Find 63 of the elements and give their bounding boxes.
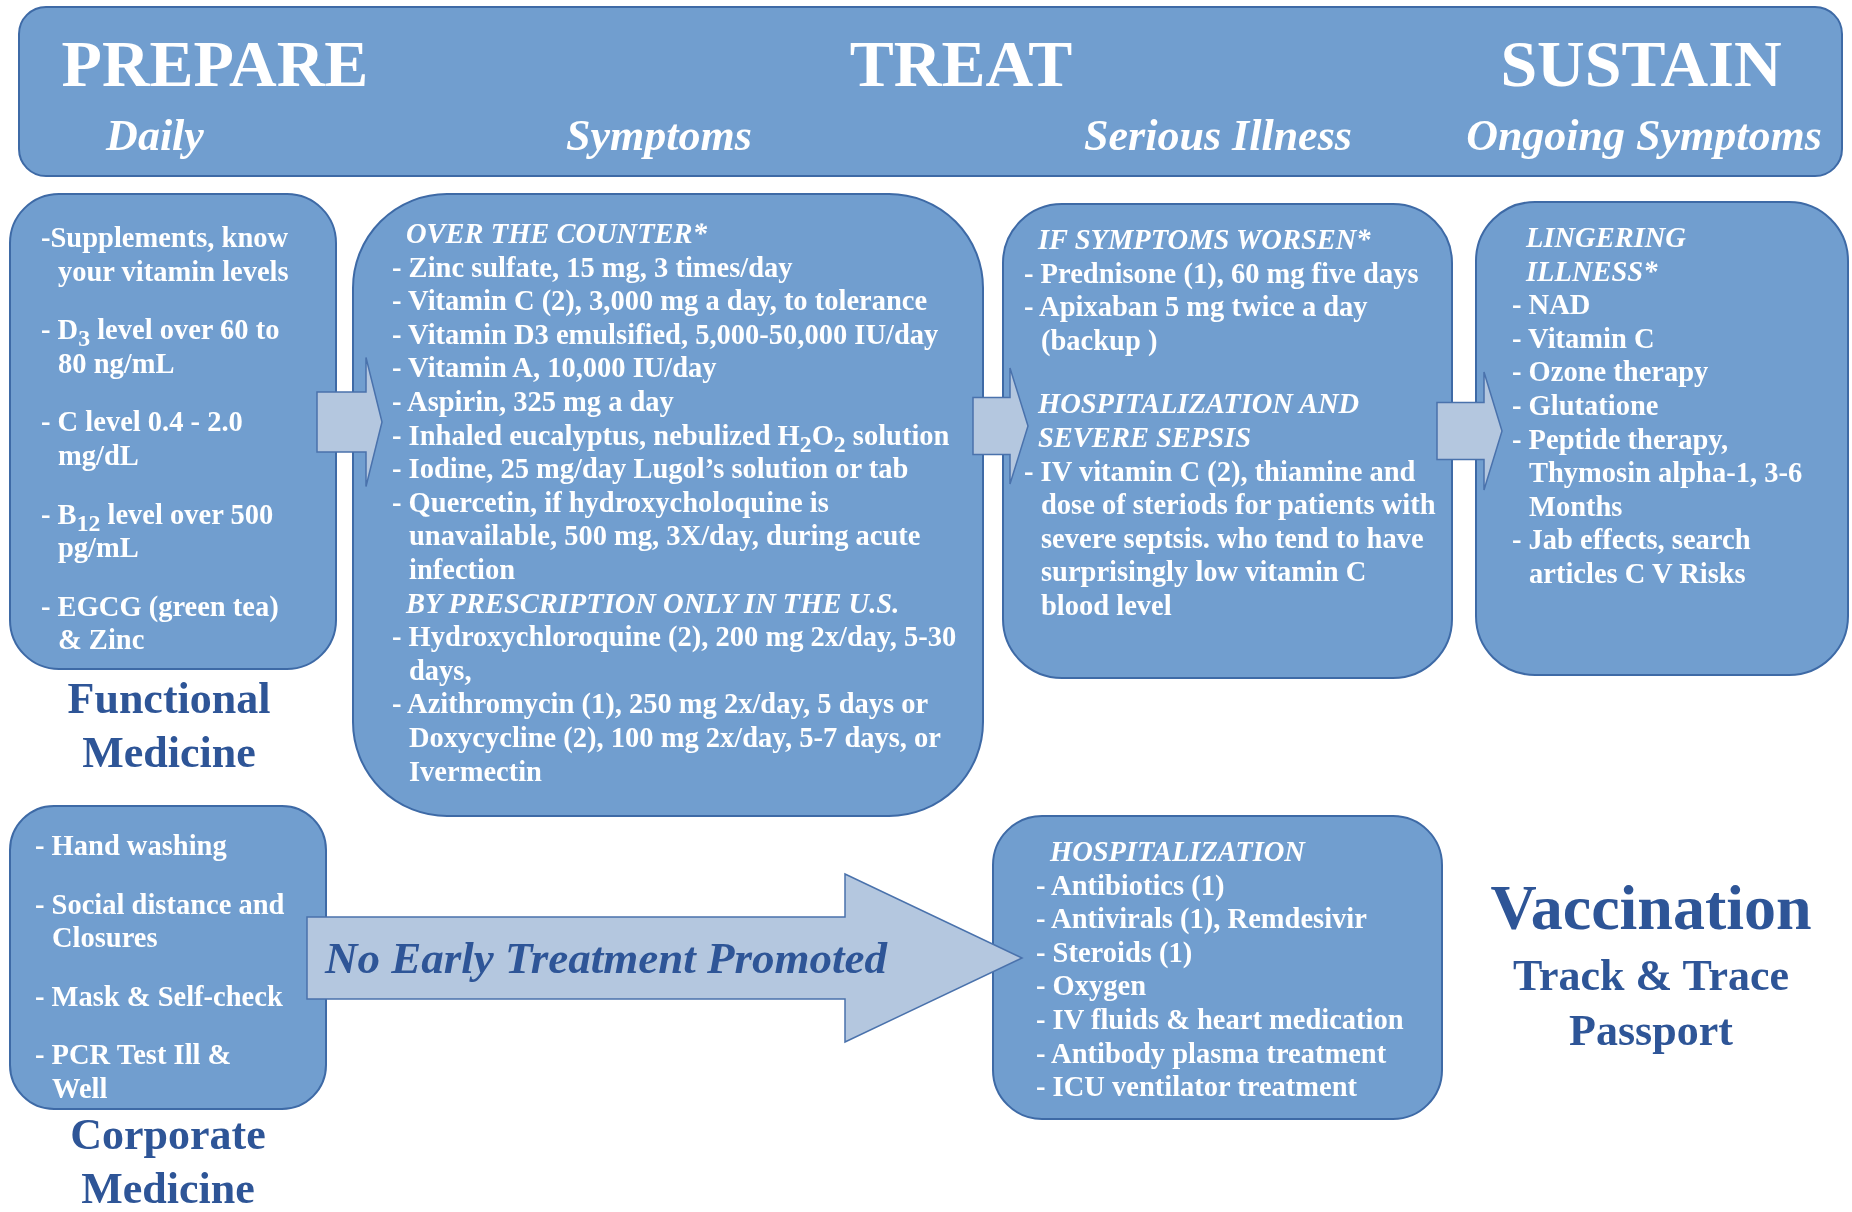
list-item: - IV vitamin C (2), thiamine and dose of steriods for patients with severe septsis. who tend to have surprisingly low vitamin C blood level — [1024, 454, 1437, 623]
section-heading: HOSPITALIZATION AND SEVERE SEPSIS — [1038, 387, 1361, 455]
section-heading: BY PRESCRIPTION ONLY IN THE U.S. — [406, 586, 901, 621]
phase-heading: PREPARE — [61, 26, 369, 102]
group-caption: Functional Medicine — [66, 673, 272, 779]
list-item: - Oxygen — [1036, 969, 1148, 1003]
list-item: - EGCG (green tea) & Zinc — [41, 589, 280, 657]
section-heading: IF SYMPTOMS WORSEN* — [1038, 223, 1372, 257]
list-item: - Vitamin D3 emulsified, 5,000-50,000 IU/day — [392, 317, 940, 352]
list-item: - ICU ventilator treatment — [1036, 1070, 1359, 1104]
list-item: - Vitamin A, 10,000 IU/day — [392, 351, 718, 385]
rounded-box — [992, 815, 1443, 1120]
list-item: - NAD — [1512, 288, 1592, 322]
list-item: - Apixaban 5 mg twice a day (backup ) — [1024, 290, 1369, 358]
list-item: - Vitamin C — [1512, 321, 1656, 356]
list-item: - Hand washing — [35, 829, 228, 863]
list-item: - C level 0.4 - 2.0 mg/dL — [41, 405, 244, 473]
list-item: - Hydroxychloroquine (2), 200 mg 2x/day, 5-30 days, — [392, 620, 958, 688]
list-item: - Jab effects, search articles C V Risks — [1512, 523, 1752, 591]
section-heading: OVER THE COUNTER* — [406, 217, 708, 251]
list-item: - Iodine, 25 mg/day Lugol’s solution or tab — [392, 452, 910, 486]
list-item: - B$_{12}$ level over 500 pg/mL — [41, 497, 275, 565]
block-arrow — [306, 872, 1024, 1044]
list-item: - Zinc sulfate, 15 mg, 3 times/day — [392, 250, 794, 285]
column-subheading: Serious Illness — [1084, 109, 1352, 161]
header-banner — [18, 6, 1843, 177]
list-item: - Antibody plasma treatment — [1036, 1036, 1388, 1071]
section-heading: HOSPITALIZATION — [1050, 835, 1307, 869]
block-arrow — [972, 367, 1029, 485]
list-item: - Ozone therapy — [1512, 355, 1710, 389]
list-item: - Azithromycin (1), 250 mg 2x/day, 5 days or Doxycycline (2), 100 mg 2x/day, 5-7 days, or Ivermectin — [392, 687, 942, 789]
edge-label: No Early Treatment Promoted — [325, 932, 887, 984]
rounded-box — [1002, 203, 1453, 679]
list-item: -Supplements, know your vitamin levels — [41, 221, 290, 289]
group-caption: Corporate Medicine — [69, 1109, 267, 1212]
rounded-box — [1475, 201, 1849, 676]
heading-label: Vaccination — [1490, 871, 1812, 945]
list-item: - Glutatione — [1512, 388, 1660, 423]
subheading-label: Track & Trace Passport — [1511, 950, 1791, 1057]
rounded-box — [352, 193, 984, 817]
column-subheading: Ongoing Symptoms — [1466, 109, 1822, 161]
list-item: - D$_{3}$ level over 60 to 80 ng/mL — [41, 313, 281, 381]
column-subheading: Daily — [106, 109, 204, 161]
list-item: - Antibiotics (1) — [1036, 868, 1226, 903]
list-item: - Prednisone (1), 60 mg five days — [1024, 256, 1420, 291]
list-item: - Mask & Self-check — [35, 979, 284, 1014]
list-item: - Quercetin, if hydroxycholoquine is unavailable, 500 mg, 3X/day, during acute infection — [392, 485, 922, 587]
list-item: - IV fluids & heart medication — [1036, 1002, 1405, 1037]
block-arrow — [316, 356, 383, 488]
list-item: - Steroids (1) — [1036, 935, 1194, 970]
column-subheading: Symptoms — [566, 109, 752, 161]
phase-heading: TREAT — [849, 26, 1073, 102]
list-item: - Social distance and Closures — [35, 887, 286, 955]
list-item: - Inhaled eucalyptus, nebulized H$_{2}$O$_{2}$ solution — [392, 418, 951, 453]
block-arrow — [1436, 371, 1503, 491]
list-item: - Aspirin, 325 mg a day — [392, 384, 675, 419]
section-heading: LINGERING ILLNESS* — [1526, 221, 1687, 289]
list-item: - Peptide therapy, Thymosin alpha-1, 3-6 Months — [1512, 422, 1804, 524]
list-item: - Vitamin C (2), 3,000 mg a day, to tolerance — [392, 284, 929, 318]
rounded-box — [9, 193, 337, 670]
list-item: - PCR Test Ill & Well — [35, 1038, 233, 1106]
phase-heading: SUSTAIN — [1500, 26, 1782, 102]
list-item: - Antivirals (1), Remdesivir — [1036, 902, 1368, 936]
